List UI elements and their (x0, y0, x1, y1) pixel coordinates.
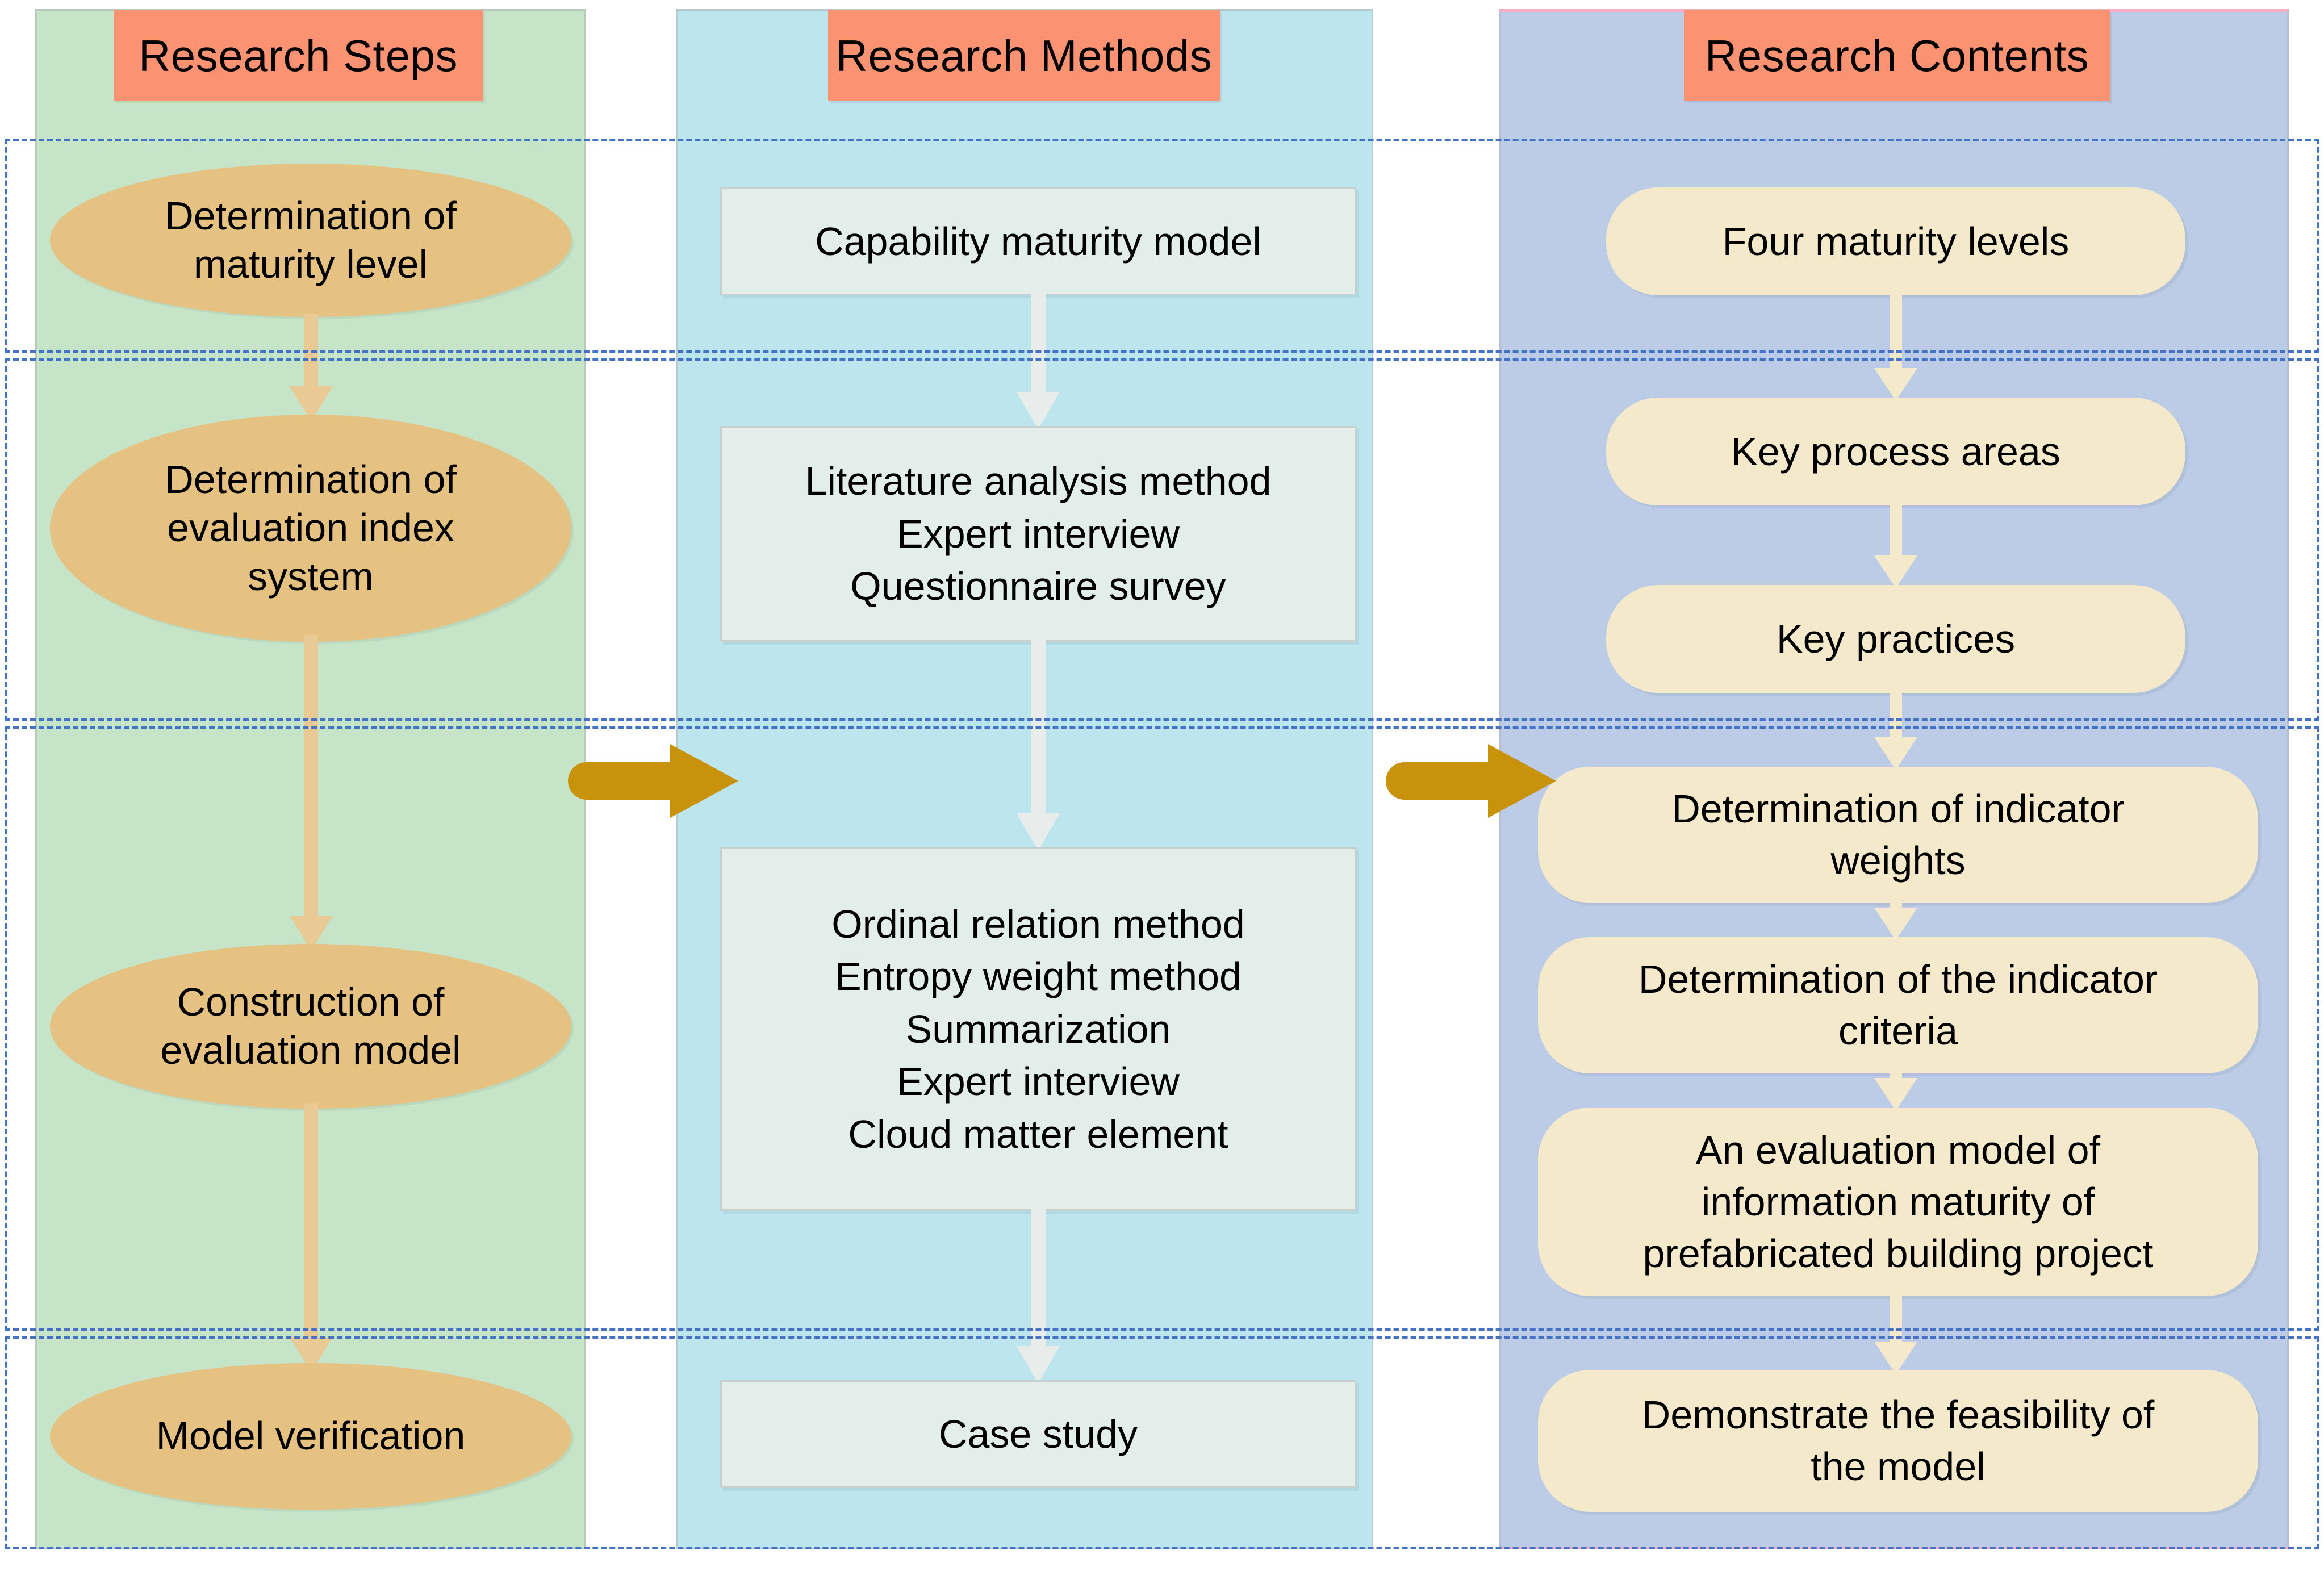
arrow-head (670, 744, 738, 818)
content-label-3: Key practices (1776, 616, 2016, 661)
method-label-1: Capability maturity model (815, 219, 1261, 264)
connector-shaft (1890, 691, 1902, 737)
step-node-4: Model verification (50, 1363, 571, 1510)
connector-method-2-to-3 (1015, 640, 1061, 851)
connector-content-6-to-7 (1873, 1294, 1918, 1374)
connector-arrowhead (1874, 737, 1917, 770)
method-label-4: Case study (938, 1411, 1138, 1456)
arrow-shaft (1386, 762, 1491, 800)
content-label-2: Key process areas (1731, 429, 2060, 474)
connector-shaft (1890, 901, 1902, 908)
connector-arrowhead (1017, 813, 1060, 851)
connector-arrowhead (1874, 1078, 1917, 1111)
content-node-3: Key practices (1606, 585, 2185, 693)
right-arrow-icon-steps-to-methods (568, 744, 738, 818)
connector-arrowhead (1874, 555, 1917, 588)
connector-arrowhead (1874, 1342, 1917, 1374)
method-node-4: Case study (720, 1380, 1356, 1488)
content-node-1: Four maturity levels (1606, 187, 2185, 295)
connector-content-1-to-2 (1873, 293, 1918, 401)
connector-step-3-to-4 (289, 1103, 334, 1372)
connector-shaft (1031, 293, 1046, 392)
connector-method-3-to-4 (1015, 1209, 1061, 1384)
method-node-1: Capability maturity model (720, 187, 1356, 295)
connector-method-1-to-2 (1015, 293, 1061, 429)
content-label-1: Four maturity levels (1722, 219, 2070, 264)
connector-content-2-to-3 (1873, 503, 1918, 588)
connector-shaft (1890, 1294, 1902, 1342)
connector-content-4-to-5 (1873, 901, 1918, 941)
connector-shaft (304, 635, 318, 916)
header-label-contents: Research Contents (1704, 30, 2089, 81)
arrow-shaft (568, 762, 673, 800)
step-label-4: Model verification (156, 1414, 466, 1459)
column-header-research-contents: Research Contents (1684, 10, 2110, 101)
connector-arrowhead (1017, 392, 1060, 429)
connector-shaft (1890, 293, 1902, 368)
connector-shaft (1031, 640, 1046, 813)
arrow-head (1488, 744, 1556, 818)
header-label-steps: Research Steps (139, 30, 458, 81)
connector-shaft (304, 1103, 318, 1337)
header-label-methods: Research Methods (835, 30, 1213, 81)
column-header-research-steps: Research Steps (114, 10, 483, 101)
column-header-research-methods: Research Methods (828, 10, 1220, 101)
connector-step-1-to-2 (289, 314, 334, 421)
connector-shaft (1890, 503, 1902, 555)
connector-content-5-to-6 (1873, 1071, 1918, 1111)
right-arrow-icon-methods-to-contents (1386, 744, 1556, 818)
connector-arrowhead (1874, 368, 1917, 401)
connector-step-2-to-3 (289, 635, 334, 951)
content-node-2: Key process areas (1606, 398, 2185, 505)
connector-shaft (304, 314, 318, 386)
connector-content-3-to-4 (1873, 691, 1918, 770)
connector-shaft (1890, 1071, 1902, 1078)
connector-arrowhead (1874, 908, 1917, 941)
connector-shaft (1031, 1209, 1046, 1346)
connector-arrowhead (1017, 1346, 1060, 1384)
